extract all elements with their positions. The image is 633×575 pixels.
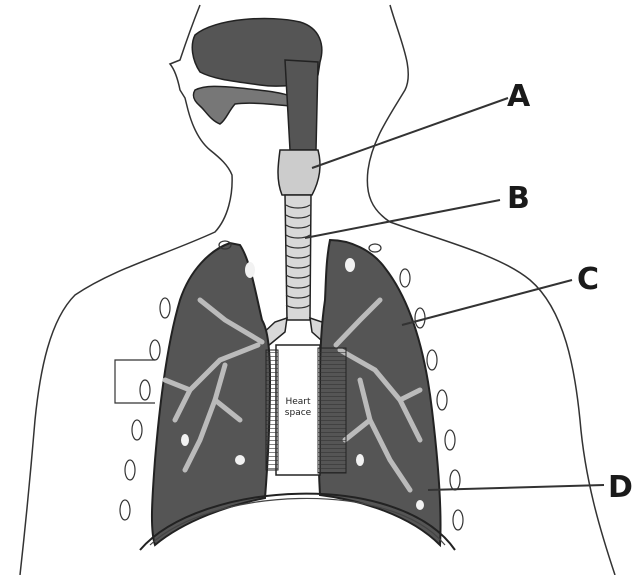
heart-space-line2: space xyxy=(280,408,316,419)
heart-space-label: Heart space xyxy=(280,397,316,419)
mouth-cavity xyxy=(193,86,290,124)
left-lung xyxy=(152,243,270,545)
heart-space-line1: Heart xyxy=(280,397,316,408)
pericardium-right xyxy=(318,348,346,473)
leader-line-a xyxy=(312,98,508,168)
leader-line-b xyxy=(305,200,500,238)
label-c: C xyxy=(577,265,599,295)
pharynx xyxy=(285,60,318,150)
label-d: D xyxy=(608,473,633,503)
pericardium-left xyxy=(266,350,278,470)
leader-line-c xyxy=(402,280,572,325)
label-b: B xyxy=(507,184,530,214)
larynx xyxy=(278,150,320,195)
leader-line-d xyxy=(428,485,604,490)
label-a: A xyxy=(507,82,530,112)
